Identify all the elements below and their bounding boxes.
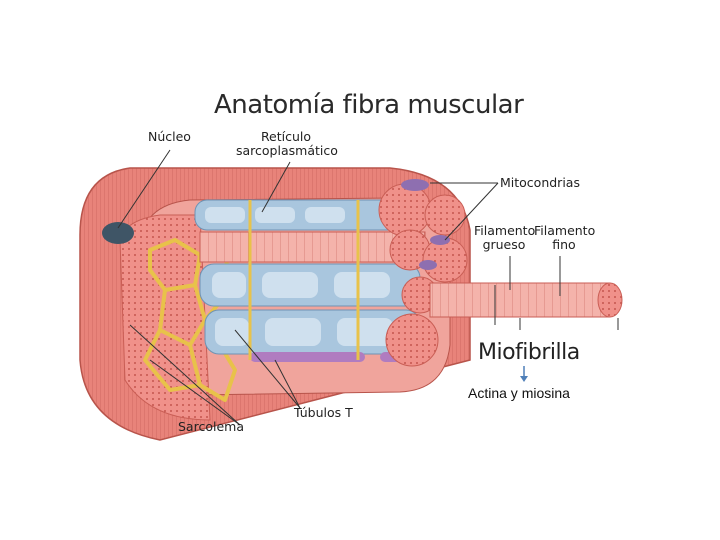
label-reticulo: Retículo sarcoplasmático [236,129,338,158]
label-miofibrilla: Miofibrilla [478,340,580,365]
label-filamento-fino: Filamento fino [534,223,596,252]
label-reticulo-line2: sarcoplasmático [236,143,338,158]
label-sarcolema: Sarcolema [178,419,244,434]
label-filamento-fino-line2: fino [552,237,576,252]
myofibril-ends [378,179,468,367]
leader-lines [117,149,561,426]
down-arrow [520,366,528,382]
label-nucleo: Núcleo [148,129,191,144]
label-reticulo-line1: Retículo [260,129,312,144]
label-filamento-fino-line1: Filamento [534,223,596,238]
label-filamento-grueso-line1: Filamento [474,223,536,238]
label-mitocondrias: Mitocondrias [500,175,580,190]
label-filamento-grueso: Filamento grueso [474,223,536,252]
label-actina-miosina: Actina y miosina [468,385,570,401]
diagram-title: Anatomía fibra muscular [214,90,524,120]
extended-myofibril [429,282,623,330]
nucleus [102,222,134,244]
label-filamento-grueso-line2: grueso [482,237,526,252]
label-tubulos-t: Túbulos T [294,405,353,420]
myofibril-rows [194,199,426,362]
